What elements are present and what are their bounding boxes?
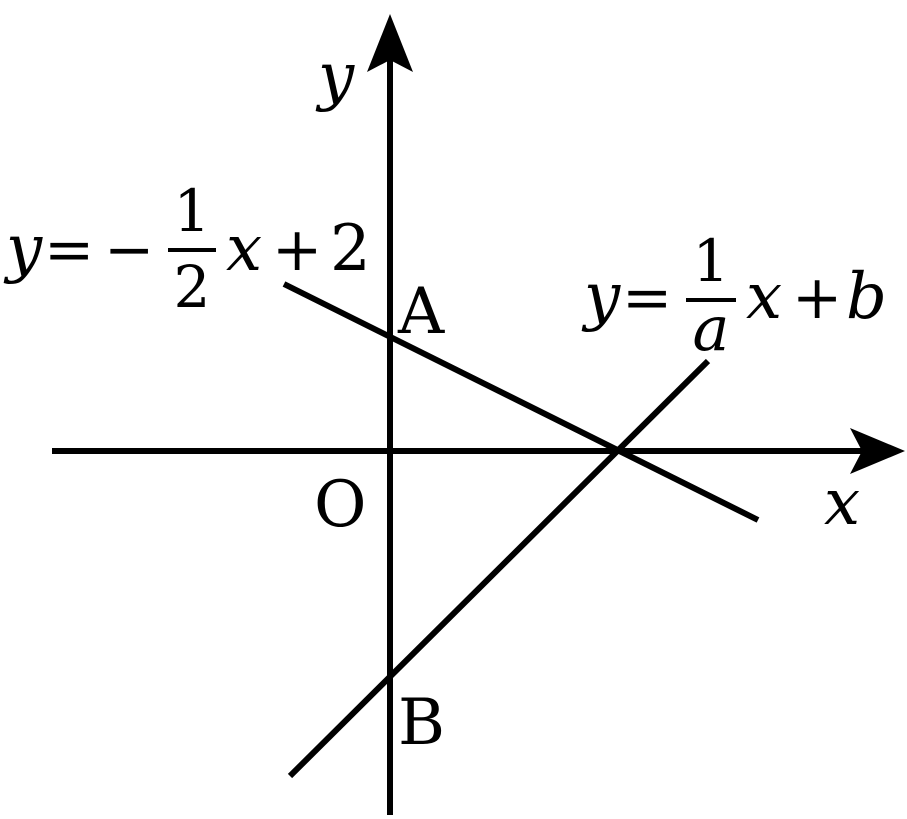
eq1-equals: = bbox=[44, 215, 94, 285]
eq2-plus: + bbox=[792, 263, 842, 333]
eq1-numerator: 1 bbox=[174, 177, 211, 245]
point-a-label: A bbox=[397, 275, 445, 349]
eq2-numerator: 1 bbox=[693, 227, 730, 295]
eq2-denominator: a bbox=[693, 292, 730, 365]
line-y-1-over-a-x-plus-b bbox=[287, 358, 711, 779]
equation-line1: y = − 1 2 x + 2 bbox=[3, 177, 371, 321]
eq1-variable: x bbox=[226, 212, 262, 286]
origin-label: O bbox=[314, 468, 366, 542]
line-y-neg-half-x-plus-2 bbox=[282, 281, 760, 523]
equation-line2: y = 1 a x + b bbox=[581, 227, 887, 365]
x-axis-arrow bbox=[850, 428, 905, 474]
eq1-minus: − bbox=[104, 215, 154, 285]
y-axis-arrow bbox=[367, 14, 413, 72]
y-axis-label: y bbox=[315, 40, 355, 114]
point-b-label: B bbox=[398, 686, 445, 760]
eq1-plus: + bbox=[272, 215, 322, 285]
eq1-constant: 2 bbox=[330, 212, 371, 286]
eq1-lhs: y bbox=[3, 212, 43, 286]
eq2-lhs: y bbox=[581, 260, 621, 334]
eq1-denominator: 2 bbox=[174, 253, 211, 321]
x-axis-label: x bbox=[824, 466, 860, 540]
eq2-constant: b bbox=[846, 260, 887, 334]
eq2-equals: = bbox=[622, 263, 672, 333]
eq2-variable: x bbox=[746, 260, 782, 334]
